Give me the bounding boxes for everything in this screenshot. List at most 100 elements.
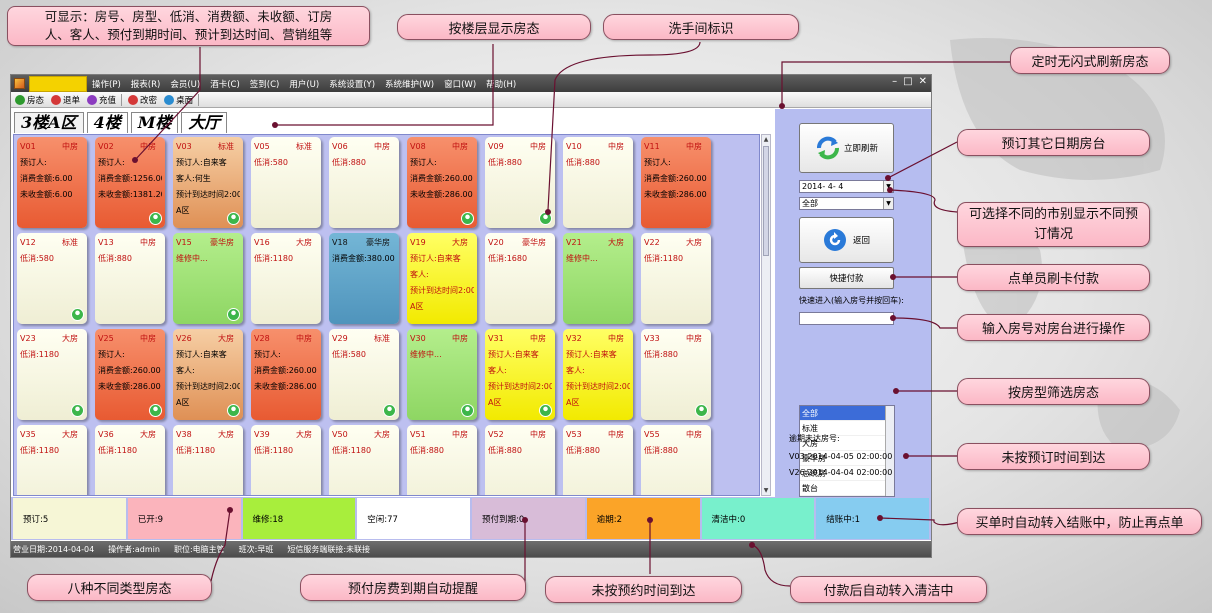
room-type-option-4[interactable]: 总统房 <box>800 466 894 481</box>
room-info-line: 低消:880 <box>410 446 444 455</box>
legend-item-2[interactable]: 维修:18 <box>242 498 356 539</box>
room-number: V31 <box>488 334 504 343</box>
room-type: 大房 <box>218 430 234 439</box>
menu-item-2[interactable]: 报表(R) <box>130 79 161 90</box>
legend-item-5[interactable]: 逾期:2 <box>586 498 700 539</box>
toolbar-button-0[interactable]: 房态 <box>15 94 44 106</box>
legend-item-6[interactable]: 清洁中:0 <box>701 498 815 539</box>
chevron-down-icon[interactable]: ▼ <box>883 181 893 192</box>
scroll-thumb[interactable] <box>763 146 769 256</box>
scroll-down-icon[interactable]: ▼ <box>763 487 769 494</box>
floor-tab-1[interactable]: 4楼 <box>86 112 128 133</box>
legend-item-3[interactable]: 空闲:77 <box>357 498 470 539</box>
legend-item-0[interactable]: 预订:5 <box>13 498 126 539</box>
room-type-scrollbar[interactable] <box>885 406 894 496</box>
room-type-option-0[interactable]: 全部 <box>800 406 894 421</box>
back-button[interactable]: 返回 <box>799 217 894 263</box>
floor-tab-3[interactable]: 大厅 <box>181 112 228 133</box>
menu-item-6[interactable]: 用户(U) <box>289 79 320 90</box>
callout-toilet: 洗手间标识 <box>603 14 799 40</box>
room-type: 大房 <box>686 238 702 247</box>
chevron-down-icon[interactable]: ▼ <box>883 198 893 209</box>
room-grid-scrollbar[interactable]: ▲ ▼ <box>761 134 771 496</box>
date-picker[interactable]: 2014- 4- 4 ▼ <box>799 180 894 193</box>
menu-item-5[interactable]: 签到(C) <box>249 79 280 90</box>
floor-tab-2[interactable]: M楼 <box>130 112 179 133</box>
room-type-option-3[interactable]: 豪华房 <box>800 451 894 466</box>
legend-item-7[interactable]: 结账中:1 <box>816 498 929 539</box>
menu-item-8[interactable]: 系统维护(W) <box>385 79 435 90</box>
room-type-list[interactable]: 全部标准大房豪华房总统房散台 <box>799 405 895 497</box>
legend-item-4[interactable]: 预付到期:0 <box>472 498 585 539</box>
close-icon[interactable]: ✕ <box>918 76 927 87</box>
room-info-line: 预计到达时间2:00 <box>410 286 474 295</box>
room-type-option-1[interactable]: 标准 <box>800 421 894 436</box>
scroll-up-icon[interactable]: ▲ <box>763 136 769 143</box>
menu-item-0[interactable]: 前台接待(S) <box>29 75 88 92</box>
toolbar-button-2[interactable]: 充值 <box>87 94 116 106</box>
area-select[interactable]: 全部 ▼ <box>799 197 894 210</box>
room-type-option-5[interactable]: 散台 <box>800 481 894 496</box>
menu-item-7[interactable]: 系统设置(Y) <box>329 79 376 90</box>
room-number: V55 <box>644 430 660 439</box>
toolbar-label-0: 房态 <box>27 95 45 106</box>
toolbar-button-3[interactable]: 改密 <box>128 94 157 106</box>
menu-item-10[interactable]: 帮助(H) <box>486 79 517 90</box>
room-number: V36 <box>98 430 114 439</box>
legend-item-1[interactable]: 已开:9 <box>127 498 241 539</box>
menu-item-3[interactable]: 会员(U) <box>170 79 201 90</box>
restore-icon[interactable]: □ <box>903 76 913 87</box>
room-number: V50 <box>332 430 348 439</box>
refresh-button[interactable]: 立即刷新 <box>799 123 894 173</box>
toolbar-button-1[interactable]: 退单 <box>51 94 80 106</box>
menu-item-1[interactable]: 操作(P) <box>92 79 121 90</box>
room-info-line: 维修中... <box>410 350 442 359</box>
minimize-icon[interactable]: – <box>892 76 898 87</box>
menu-item-9[interactable]: 窗口(W) <box>444 79 477 90</box>
room-info-line: 低消:1180 <box>20 446 60 455</box>
room-type-option-2[interactable]: 大房 <box>800 436 894 451</box>
back-arrow-icon <box>823 229 846 251</box>
toolbar-button-4[interactable]: 桌面 <box>164 94 193 106</box>
menu-item-4[interactable]: 酒卡(C) <box>210 79 240 90</box>
floor-tab-0[interactable]: 3楼A区 <box>14 112 84 133</box>
